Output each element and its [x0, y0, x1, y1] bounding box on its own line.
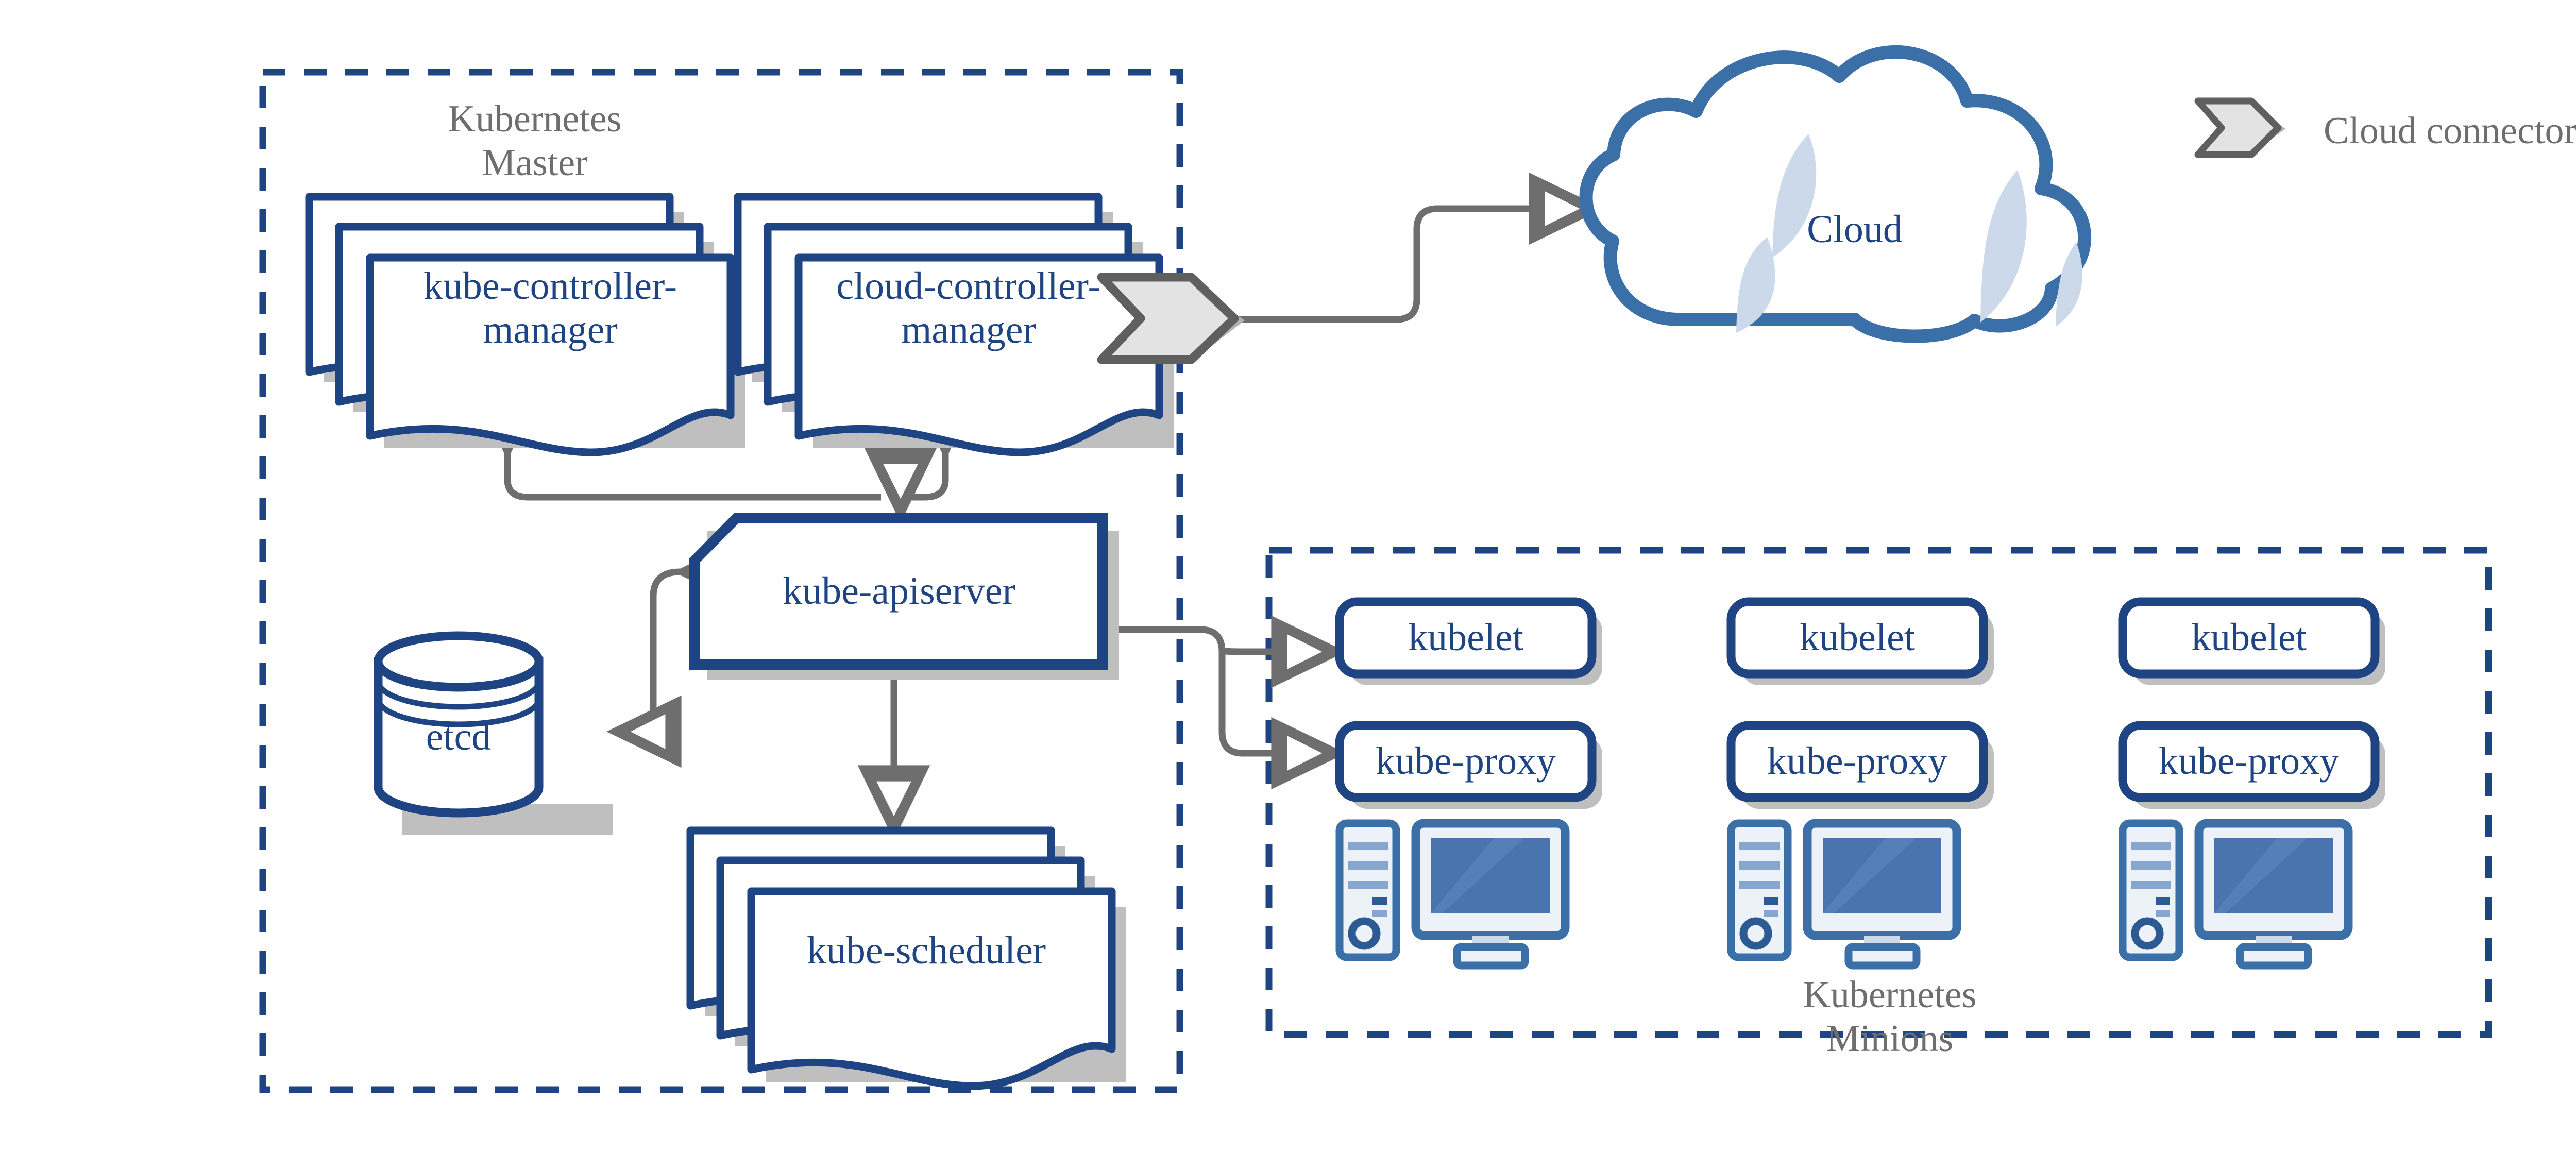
cloud-controller-manager-label-line2: manager	[901, 308, 1036, 351]
node-etcd[interactable]: etcd	[374, 631, 613, 836]
master-group-label-line1: Kubernetes	[448, 98, 622, 140]
kubelet-label-1: kubelet	[1408, 616, 1523, 659]
kube-proxy-box-2[interactable]: kube-proxy	[1726, 721, 1994, 809]
connector-apiserver-to-nodes-trunk	[1047, 593, 1347, 790]
monitor-stand	[1453, 943, 1529, 970]
tower-led-2	[1764, 910, 1778, 917]
kube-proxy-box-1[interactable]: kube-proxy	[1335, 721, 1602, 809]
tower-vent-3	[2131, 881, 2171, 889]
connector-trunk-to-kubelet	[1218, 615, 1347, 688]
cloud-controller-manager-label-line1: cloud-controller-	[836, 264, 1100, 308]
tower-vent-1	[2131, 842, 2171, 850]
connector-apiserver-to-etcd	[606, 535, 749, 768]
tower-power-button	[1739, 917, 1772, 950]
cloud-shade-2	[1736, 237, 1775, 333]
monitor-screen-glare	[2214, 838, 2308, 913]
connector-apiserver-to-cloud-controller-manager	[891, 385, 982, 501]
cloud-shade-4	[2056, 242, 2082, 327]
node-kube-scheduler[interactable]: kube-scheduler	[686, 826, 1126, 1090]
legend-chevron-icon	[2194, 97, 2285, 158]
master-group-label-line2: Master	[482, 142, 588, 184]
legend-chevron-shape	[2194, 97, 2282, 158]
minion-node-1: kubelet kube-proxy	[1335, 597, 1602, 970]
kube-proxy-label-1: kube-proxy	[1376, 739, 1556, 783]
kube-scheduler-label: kube-scheduler	[807, 929, 1046, 972]
kubelet-box-3[interactable]: kubelet	[2118, 597, 2385, 685]
node-cloud-controller-manager[interactable]: cloud-controller- manager	[734, 193, 1174, 456]
kube-proxy-box-shape-3	[2118, 721, 2380, 802]
monitor-screen-glare	[1823, 838, 1917, 913]
tower-vent-3	[1348, 881, 1388, 889]
kubelet-box-shape-3	[2118, 597, 2380, 679]
monitor-screen-glare	[1431, 838, 1525, 913]
cloud-label: Cloud	[1807, 208, 1903, 251]
kube-proxy-label-3: kube-proxy	[2159, 739, 2339, 783]
kubelet-box-2[interactable]: kubelet	[1726, 597, 1994, 685]
cloud-shade-3	[1980, 170, 2027, 323]
desktop-computer-icon-1	[1335, 819, 1570, 970]
etcd-ring-1	[375, 681, 542, 710]
tower-vent-2	[1739, 861, 1780, 870]
kube-apiserver-label: kube-apiserver	[783, 569, 1015, 613]
kubernetes-minions-boundary	[1265, 547, 2492, 1038]
tower-led-2	[2156, 910, 2170, 917]
kube-proxy-label-2: kube-proxy	[1767, 739, 1947, 783]
doc-sheet-front	[366, 253, 735, 456]
kube-controller-manager-label-line1: kube-controller-	[423, 264, 677, 308]
minion-node-2: kubelet kube-proxy	[1726, 597, 1994, 970]
tower-vent-1	[1348, 842, 1388, 850]
apiserver-box	[689, 513, 1108, 670]
cloud-outline	[1579, 45, 2092, 343]
kubelet-label-3: kubelet	[2191, 616, 2307, 659]
desktop-computer-icon-3	[2119, 819, 2353, 970]
tower-vent-3	[1739, 881, 1780, 889]
connector-apiserver-to-kube-controller-manager	[471, 385, 881, 501]
cloud-shape[interactable]: Cloud	[1579, 45, 2092, 343]
etcd-cylinder-top	[374, 631, 544, 692]
kube-proxy-box-shape-2	[1726, 721, 1988, 802]
kubelet-box-1[interactable]: kubelet	[1335, 597, 1602, 685]
legend-label: Cloud connector	[2324, 110, 2576, 152]
tower-power-button	[2131, 917, 2164, 950]
kubernetes-master-boundary	[259, 69, 1183, 1093]
minions-group-label-line2: Minions	[1826, 1018, 1954, 1060]
monitor-stand	[1844, 943, 1921, 970]
doc-sheet-front	[794, 253, 1163, 456]
doc-sheet-front	[747, 887, 1116, 1090]
tower-vent-2	[2131, 861, 2171, 870]
kube-proxy-box-shape-1	[1335, 721, 1597, 802]
legend: Cloud connector	[2194, 97, 2576, 158]
node-kube-controller-manager[interactable]: kube-controller- manager	[305, 193, 745, 456]
tower-vent-1	[1739, 842, 1780, 850]
etcd-ring-2	[375, 698, 542, 727]
kube-proxy-box-3[interactable]: kube-proxy	[2118, 721, 2385, 809]
kubelet-label-2: kubelet	[1800, 616, 1915, 659]
tower-power-button	[1348, 917, 1381, 950]
connector-cloud-controller-to-cloud	[1214, 172, 1604, 323]
tower-led-1	[1764, 897, 1778, 905]
kube-controller-manager-label-line2: manager	[483, 308, 618, 351]
tower-vent-2	[1348, 861, 1388, 870]
kubelet-box-shape-1	[1335, 597, 1597, 679]
minion-node-3: kubelet kube-proxy	[2118, 597, 2385, 970]
cloud-connector-icon[interactable]	[1097, 273, 1245, 364]
etcd-cylinder-body	[374, 657, 544, 818]
tower-led-1	[2156, 897, 2170, 905]
minions-group-label-line1: Kubernetes	[1803, 974, 1977, 1016]
desktop-computer-icon-2	[1727, 819, 1961, 970]
monitor-stand	[2236, 943, 2312, 970]
tower-led-2	[1372, 910, 1387, 917]
cloud-shade-1	[1772, 134, 1817, 258]
node-kube-apiserver[interactable]: kube-apiserver	[689, 513, 1119, 680]
tower-led-1	[1372, 897, 1387, 905]
connector-lines	[471, 172, 1604, 841]
chevron-shape	[1097, 273, 1239, 364]
etcd-label: etcd	[426, 715, 492, 758]
kubelet-box-shape-2	[1726, 597, 1988, 679]
